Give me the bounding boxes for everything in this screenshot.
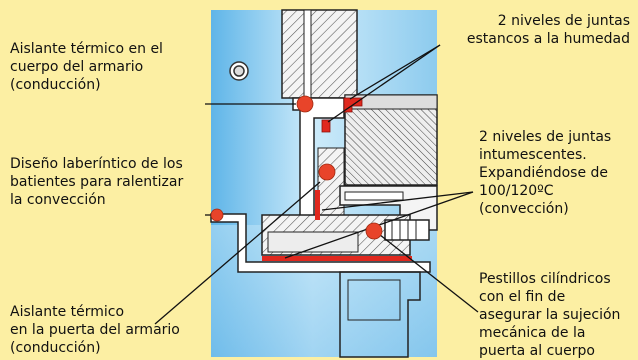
cabinet-body-wall bbox=[281, 9, 358, 99]
cabinet-body-sheet bbox=[303, 9, 312, 99]
label-labyrinth-design: Diseño laberíntico de los batientes para… bbox=[10, 156, 184, 208]
bolt-head-icon bbox=[229, 61, 249, 81]
door-inner-sheet bbox=[267, 231, 359, 253]
label-moisture-seals: 2 niveles de juntas estancos a la humeda… bbox=[466, 13, 630, 47]
label-cylindrical-bolts: Pestillos cilíndricos con el fin de aseg… bbox=[479, 271, 621, 359]
label-insulation-cabinet-body: Aislante térmico en el cuerpo del armari… bbox=[10, 41, 163, 93]
cylindrical-bolt bbox=[384, 219, 430, 241]
door-leaf bbox=[210, 213, 431, 273]
label-insulation-cabinet-door: Aislante térmico en la puerta del armari… bbox=[10, 304, 180, 356]
label-intumescent-seals: 2 niveles de juntas intumescentes. Expan… bbox=[479, 129, 612, 217]
lock-casing-inner bbox=[347, 279, 401, 321]
insulation-markers bbox=[210, 95, 383, 240]
intumescent-strip-top bbox=[344, 191, 404, 201]
intumescent-seals bbox=[262, 190, 412, 261]
lock-casing bbox=[339, 271, 421, 358]
